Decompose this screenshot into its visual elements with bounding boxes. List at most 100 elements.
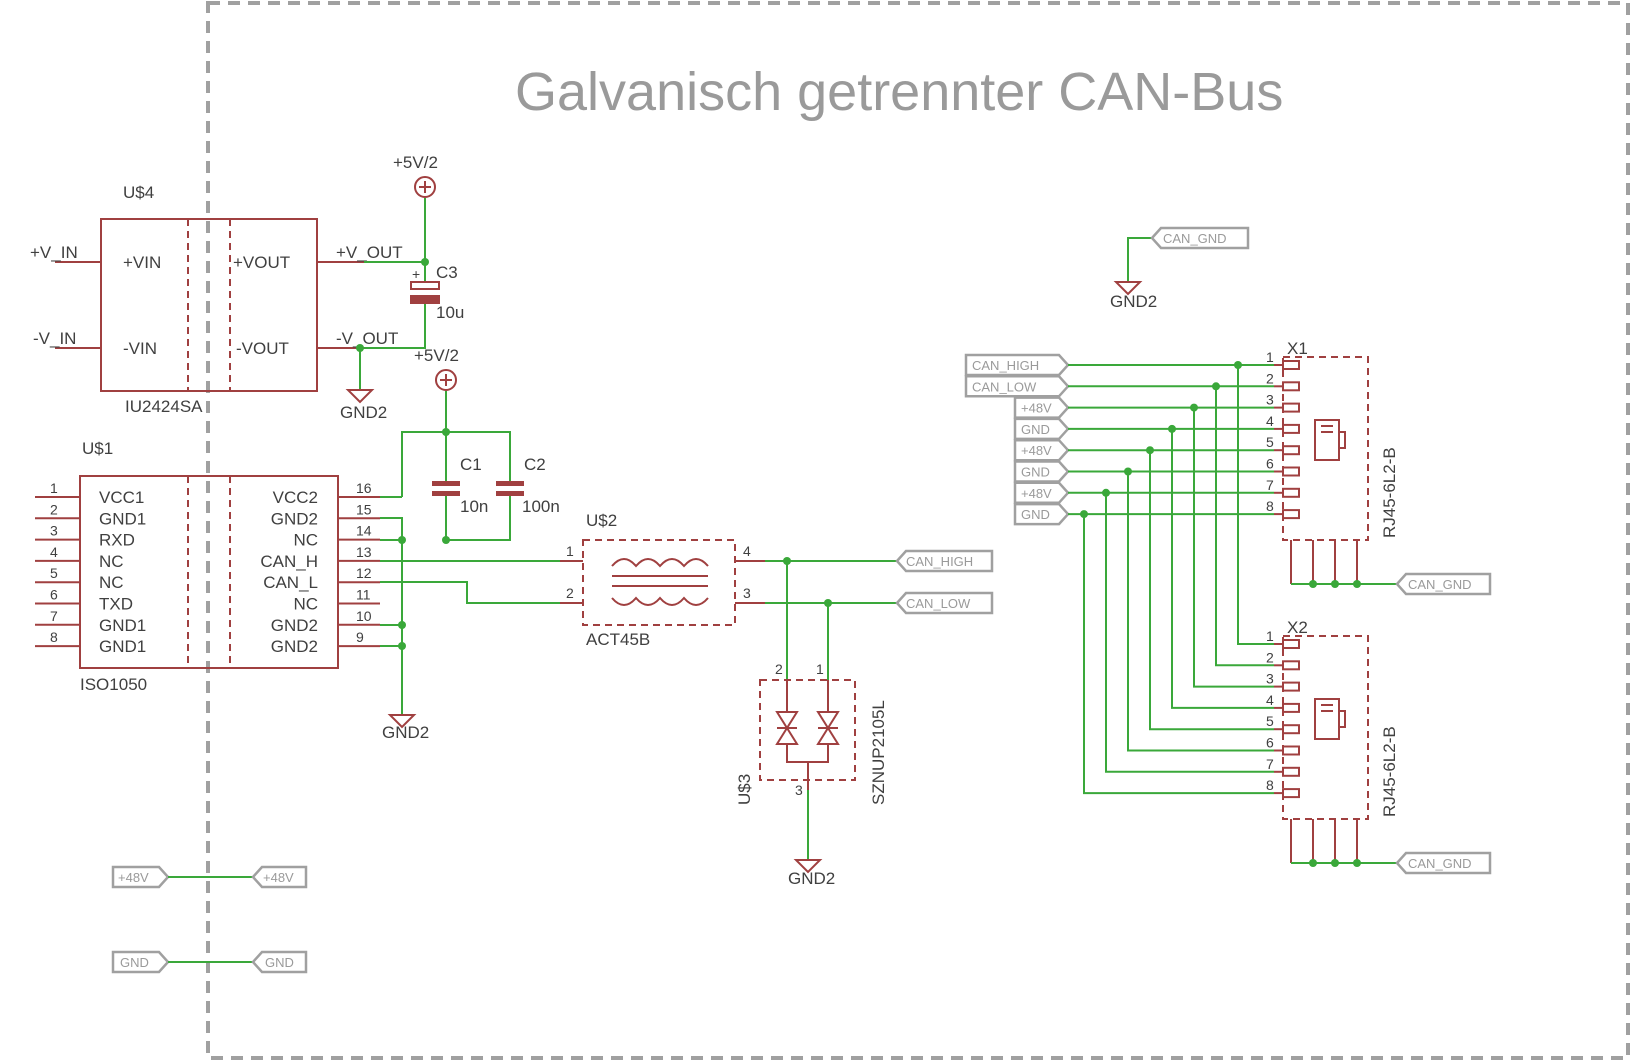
c2-name: C2	[524, 455, 546, 474]
ground-icon	[1113, 281, 1143, 296]
rj45-net-label: CAN_HIGH	[964, 353, 1070, 377]
capacitor-c2[interactable]: C2 100n	[496, 455, 560, 516]
c3-name: C3	[436, 263, 458, 282]
u4-pin-vout-p: +VOUT	[233, 253, 290, 272]
u4-pin-vout-n: -VOUT	[236, 339, 289, 358]
u3-pin-1: 1	[816, 661, 824, 677]
svg-text:GND: GND	[1021, 507, 1050, 522]
x2-pin-contact	[1282, 702, 1300, 713]
capacitor-c3[interactable]: + C3 10u	[410, 263, 464, 322]
svg-text:GND: GND	[1021, 465, 1050, 480]
ground-gnd2-u4: GND2	[340, 389, 387, 422]
gnd2-label-top: GND2	[1110, 292, 1157, 311]
u1-pin-name: VCC1	[99, 488, 144, 507]
u2-pin-2: 2	[566, 585, 574, 601]
u1-value: ISO1050	[80, 675, 147, 694]
x2-pin-contact	[1282, 788, 1300, 799]
u2-pin-1: 1	[566, 543, 574, 559]
u1-pin-number: 11	[356, 587, 371, 603]
junction	[1124, 467, 1132, 476]
supply-5v-mid: +5V/2	[414, 346, 459, 391]
svg-text:CAN_LOW: CAN_LOW	[906, 596, 971, 611]
c3-value: 10u	[436, 303, 464, 322]
u1-pin-number: 8	[50, 629, 58, 645]
u1-pin-number: 15	[356, 501, 372, 517]
svg-text:CAN_GND: CAN_GND	[1408, 577, 1472, 592]
net-label-can-gnd-top: CAN_GND	[1150, 226, 1250, 250]
supply-5v-top: +5V/2	[393, 153, 438, 198]
u4-body	[100, 218, 318, 392]
dcdc-converter-u4[interactable]: U$4 IU2424SA +VIN -VIN +VOUT -VOUT +V_IN…	[30, 183, 403, 416]
u1-pin-name: NC	[293, 531, 318, 550]
x1-pin-contact	[1282, 423, 1300, 434]
u3-pin-2: 2	[775, 661, 783, 677]
capacitor-c1[interactable]: C1 10n	[432, 455, 488, 516]
x2-name: X2	[1287, 618, 1308, 637]
u1-pin-name: GND1	[99, 509, 146, 528]
x1-pin-number: 3	[1266, 392, 1274, 408]
choke-u2[interactable]: 1 2 4 3 U$2 ACT45B	[560, 511, 765, 649]
tvs-diode-u3[interactable]: 2 1 3 U$3 SZNUP2105L	[735, 661, 888, 805]
u4-pin-vin-p: +VIN	[123, 253, 161, 272]
link-gnd: GND GND	[111, 950, 308, 974]
x1-pin-number: 1	[1266, 349, 1274, 365]
c2-value: 100n	[522, 497, 560, 516]
x1-pin-contact	[1282, 360, 1300, 370]
sheet-title: Galvanisch getrennter CAN-Bus	[515, 62, 1283, 122]
u1-pin-name: GND2	[271, 616, 318, 635]
u1-pin-number: 5	[50, 565, 58, 581]
junction	[1190, 403, 1198, 412]
x1-name: X1	[1287, 339, 1308, 358]
x1-pin-number: 7	[1266, 477, 1274, 493]
u3-pin-3: 3	[795, 782, 803, 798]
u2-pin-3: 3	[743, 585, 751, 601]
rj45-net-label: +48V	[1013, 396, 1070, 419]
net-label-can-low-1: CAN_LOW	[895, 591, 994, 615]
u1-pin-name: CAN_L	[263, 573, 318, 592]
x1-pin-number: 4	[1266, 413, 1274, 429]
ground-icon	[793, 859, 823, 874]
u1-pin-number: 3	[50, 523, 58, 539]
net-vin-n: -V_IN	[33, 329, 76, 348]
net-label-can-gnd-x2: CAN_GND	[1395, 851, 1492, 875]
supply-circle-icon	[435, 369, 457, 391]
ground-icon	[387, 714, 417, 729]
x2-pin-contact	[1282, 766, 1300, 777]
u1-pin-number: 16	[356, 480, 372, 496]
net-label-can-gnd-x1: CAN_GND	[1395, 572, 1492, 596]
x1-value: RJ45-6L2-B	[1380, 447, 1399, 538]
rj45-net-label: +48V	[1013, 438, 1070, 462]
u1-body	[79, 475, 339, 669]
x2-pin-number: 5	[1266, 713, 1274, 729]
junction	[1102, 488, 1110, 497]
u1-pin-number: 6	[50, 587, 58, 603]
rj45-net-label: GND	[1013, 502, 1070, 526]
u1-pin-name: NC	[99, 573, 124, 592]
x1-pin-number: 6	[1266, 456, 1274, 472]
x2-body	[1282, 635, 1369, 820]
rj45-net-label: CAN_LOW	[964, 375, 1070, 398]
u2-body	[582, 539, 736, 626]
link-48v-right: +48V	[263, 870, 294, 885]
u1-pin-name: GND2	[271, 509, 318, 528]
supply-top-label: +5V/2	[393, 153, 438, 172]
svg-text:GND: GND	[1021, 422, 1050, 437]
gnd2-label-u1: GND2	[382, 723, 429, 742]
ground-gnd2-top: GND2	[1110, 281, 1157, 311]
u1-name: U$1	[82, 439, 113, 458]
u1-pin-name: GND1	[99, 616, 146, 635]
svg-text:CAN_GND: CAN_GND	[1408, 856, 1472, 871]
u1-pin-name: GND1	[99, 637, 146, 656]
x2-pin-contact	[1282, 681, 1300, 692]
x1-pin-contact	[1282, 487, 1300, 498]
svg-text:+48V: +48V	[1021, 443, 1052, 458]
c1-name: C1	[460, 455, 482, 474]
u1-pin-number: 10	[356, 608, 372, 624]
supply-mid-label: +5V/2	[414, 346, 459, 365]
u1-pin-number: 12	[356, 565, 372, 581]
